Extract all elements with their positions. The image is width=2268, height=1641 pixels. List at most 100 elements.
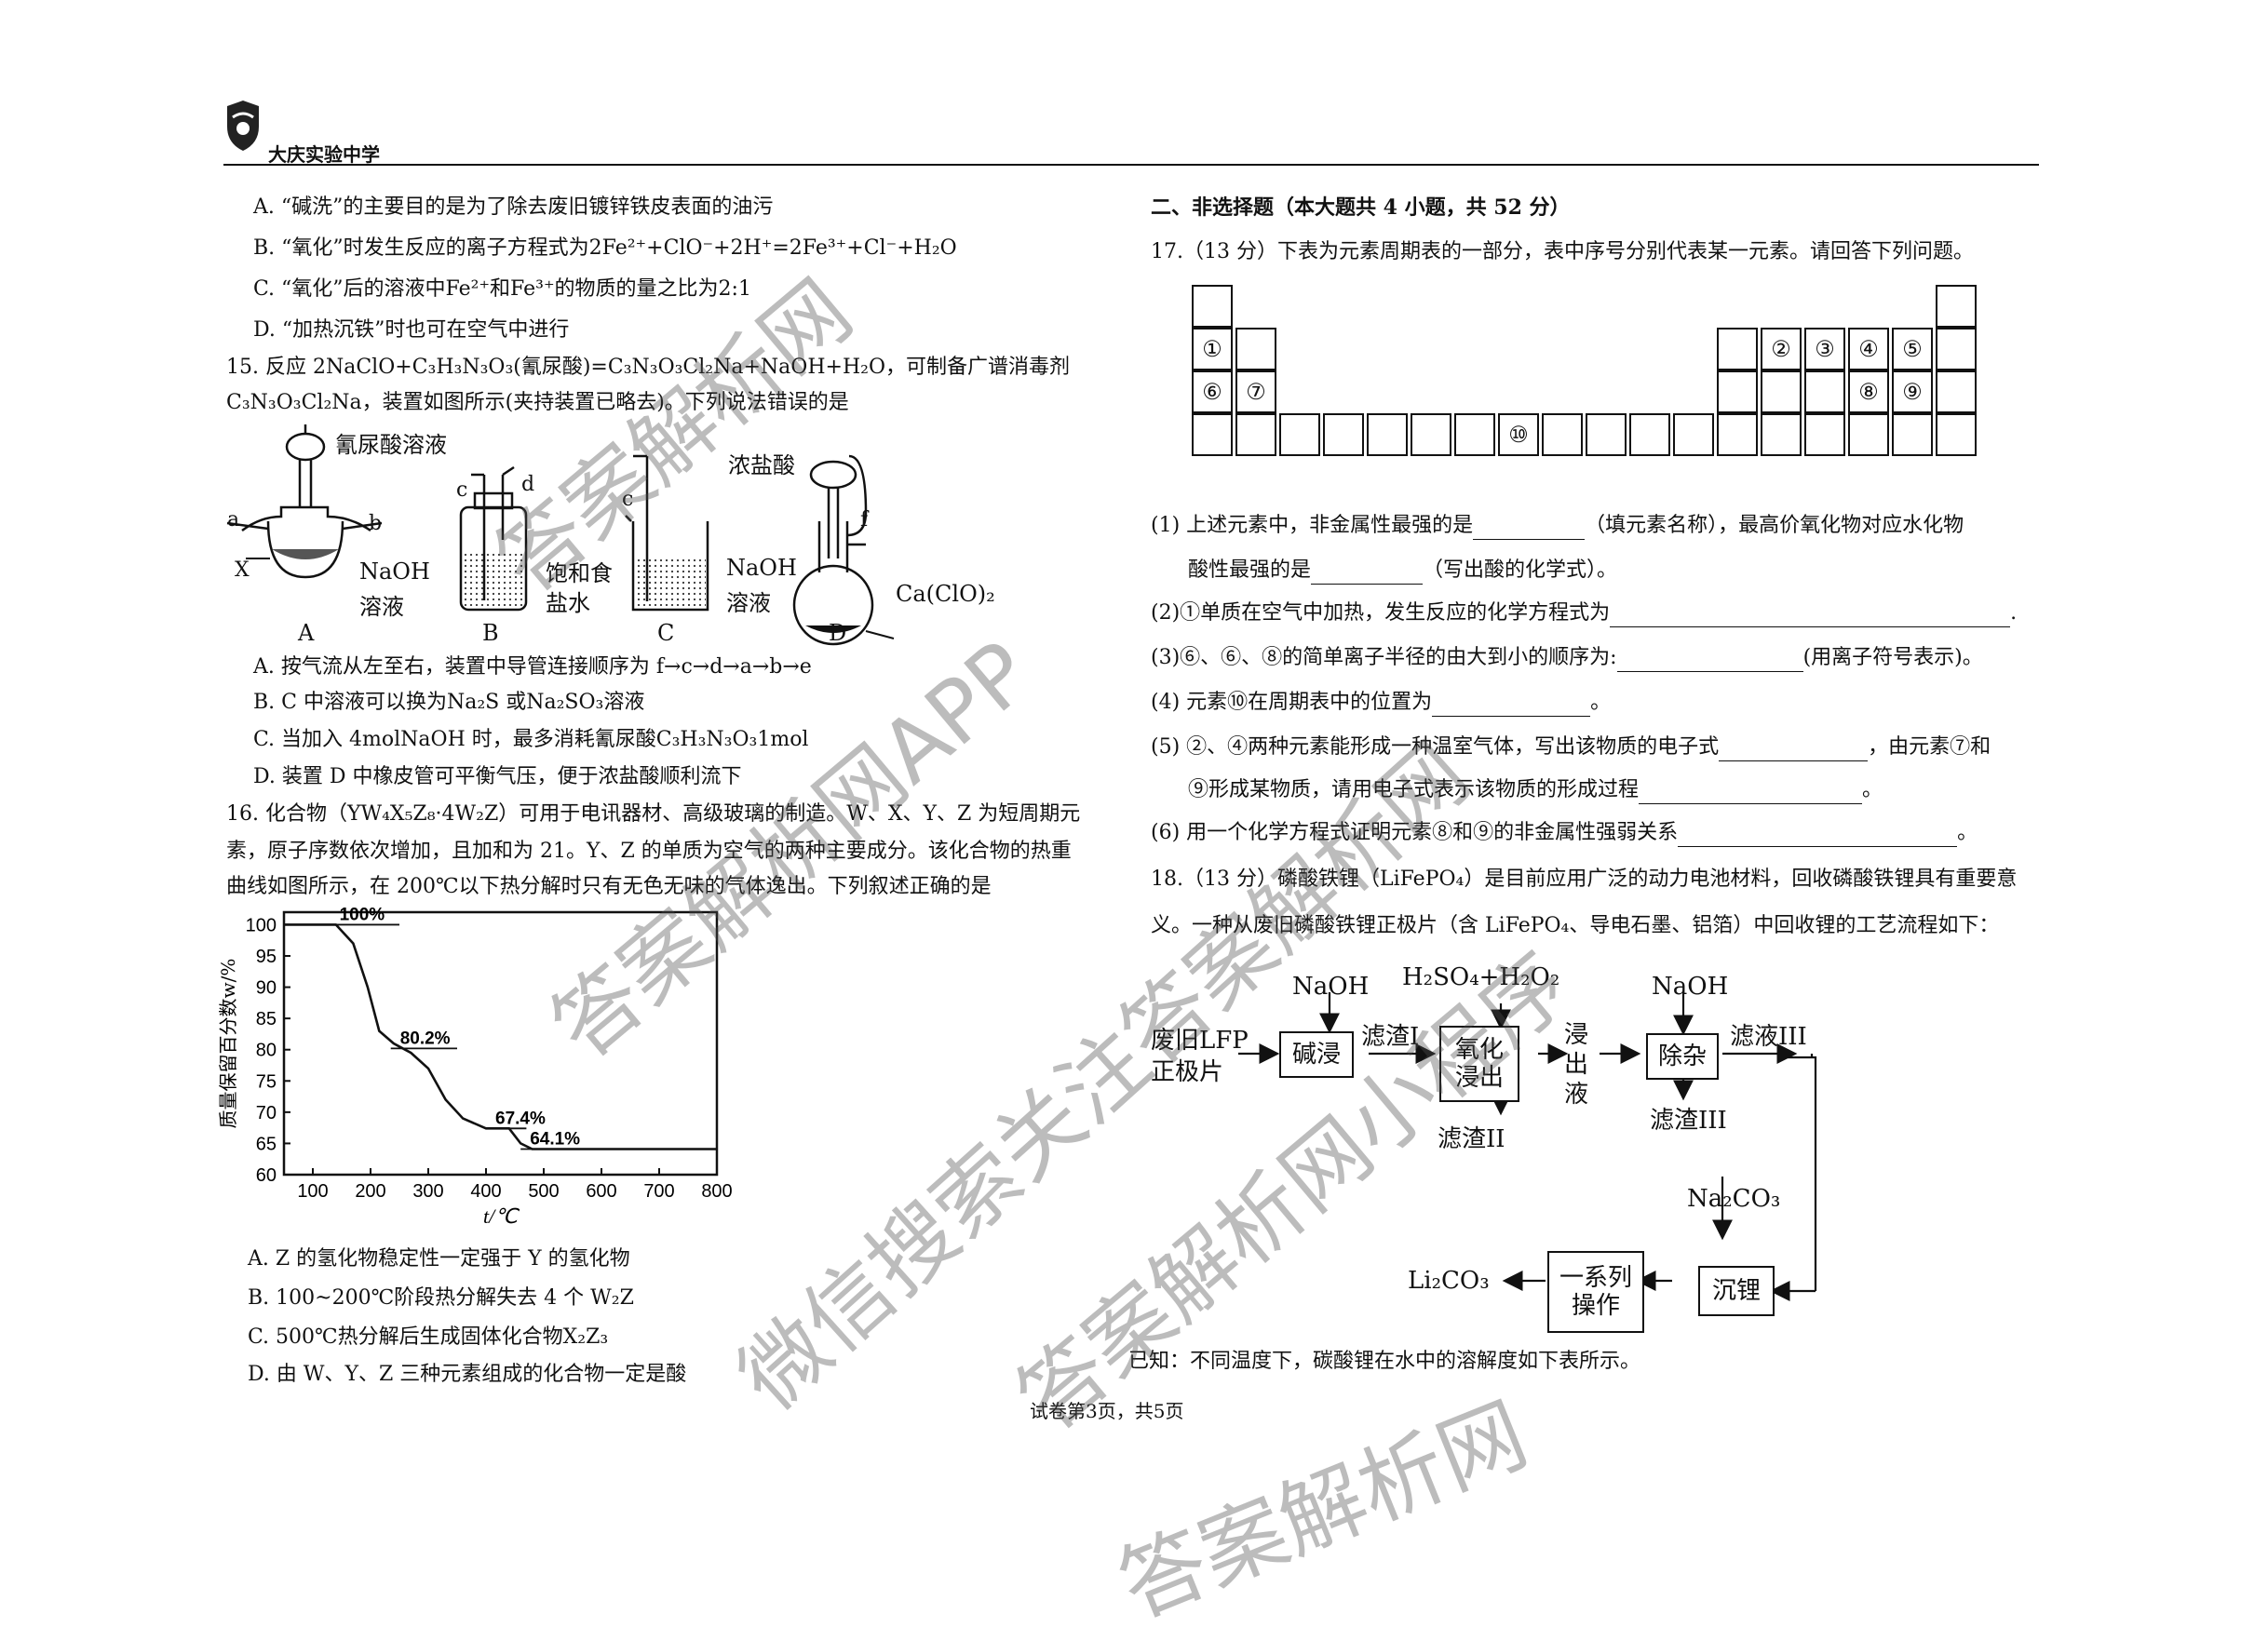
answer-blank[interactable] [1719, 740, 1869, 761]
table-cell [1761, 413, 1802, 456]
table-cell [1936, 370, 1977, 413]
label-c-b: c [456, 478, 468, 502]
element-9: ⑨ [1892, 370, 1933, 413]
q17-5-line2: ⑨形成某物质，请用电子式表示该物质的形成过程 。 [1188, 776, 1883, 804]
tga-series-line [284, 923, 717, 1150]
q14-option-d: D. “加热沉铁”时也可在空气中进行 [253, 318, 570, 342]
answer-blank[interactable] [1473, 518, 1586, 540]
flow-source-2: 正极片 [1151, 1058, 1224, 1086]
q15-option-b: B. C 中溶液可以换为Na₂S 或Na₂SO₃溶液 [253, 691, 645, 714]
period-mark: 。 [1957, 821, 1978, 844]
table-cell [1717, 413, 1758, 456]
flow-step-chuza: 除杂 [1646, 1033, 1719, 1080]
period-mark: . [2010, 601, 2018, 625]
table-cell [1848, 413, 1889, 456]
flow-arrows [1238, 992, 1817, 1301]
q17-2-text: (2)①单质在空气中加热，发生反应的化学方程式为 [1151, 601, 1611, 625]
q17-5-part-c: ⑨形成某物质，请用电子式表示该物质的形成过程 [1188, 778, 1640, 801]
table-cell [1586, 413, 1627, 456]
y-tick-label: 60 [256, 1165, 277, 1186]
x-tick-label: 200 [355, 1181, 385, 1202]
y-tick-label: 65 [256, 1134, 277, 1154]
period-mark: 。 [1862, 778, 1883, 801]
q17-4: (4) 元素⑩在周期表中的位置为。 [1151, 689, 1611, 717]
answer-blank[interactable] [1639, 783, 1863, 804]
label-hcl: 浓盐酸 [728, 452, 795, 478]
flow-step-series-l2: 操作 [1571, 1292, 1620, 1320]
table-cell [1323, 413, 1364, 456]
header-rule [223, 164, 2039, 166]
label-d-b: d [521, 473, 535, 496]
annotation-label: 64.1% [530, 1129, 580, 1149]
flow-step-series-l1: 一系列 [1559, 1264, 1632, 1292]
y-tick-label: 95 [256, 947, 277, 967]
school-name: 大庆实验中学 [268, 143, 380, 166]
annotation-label: 80.2% [400, 1029, 451, 1048]
q15-stem-line1: 15. 反应 2NaClO+C₃H₃N₃O₃(氰尿酸)=C₃N₃O₃Cl₂Na+… [226, 356, 1070, 379]
label-apparatus-b: B [482, 620, 499, 646]
flow-step-oxidize-l1: 氧化 [1454, 1036, 1504, 1064]
q17-3: (3)⑥、⑥、⑧的简单离子半径的由大到小的顺序为:(用离子符号表示)。 [1151, 644, 1983, 672]
element-5: ⑤ [1892, 328, 1933, 370]
flow-step-chuza-label: 除杂 [1657, 1042, 1707, 1070]
flow-step-oxidize-l2: 浸出 [1454, 1064, 1504, 1092]
q17-3-note: (用离子符号表示)。 [1802, 646, 1983, 669]
x-tick-label: 400 [470, 1181, 501, 1202]
table-cell [1936, 413, 1977, 456]
q17-6: (6) 用一个化学方程式证明元素⑧和⑨的非金属性强弱关系。 [1151, 819, 1978, 847]
q18-stem-line2: 义。一种从废旧磷酸铁锂正极片（含 LiFePO₄、导电石墨、铝箔）中回收锂的工艺… [1151, 914, 2000, 937]
table-cell [1936, 328, 1977, 370]
q17-1-line2: 酸性最强的是（写出酸的化学式）。 [1188, 557, 1617, 585]
label-b: b [369, 512, 383, 535]
q16-stem-line2: 素，原子序数依次增加，且加和为 21。Y、Z 的单质为空气的两种主要成分。该化合… [226, 840, 1072, 863]
q15-option-c: C. 当加入 4molNaOH 时，最多消耗氰尿酸C₃H₃N₃O₃1mol [253, 728, 809, 751]
answer-blank[interactable] [1678, 826, 1958, 847]
flow-step-jianjin: 碱浸 [1279, 1031, 1354, 1078]
element-6: ⑥ [1192, 370, 1233, 413]
flow-step-chenli-label: 沉锂 [1711, 1277, 1761, 1305]
x-axis-label: t/℃ [483, 1204, 520, 1228]
x-tick-label: 700 [643, 1181, 674, 1202]
y-tick-label: 100 [246, 915, 277, 935]
q17-2: (2)①单质在空气中加热，发生反应的化学方程式为. [1151, 599, 2017, 627]
table-cell [1892, 413, 1933, 456]
annotation-label: 67.4% [495, 1109, 546, 1128]
flow-step-series: 一系列操作 [1547, 1251, 1644, 1333]
table-cell [1717, 370, 1758, 413]
table-cell [1192, 285, 1233, 328]
school-logo [222, 99, 264, 153]
x-tick-label: 600 [586, 1181, 616, 1202]
table-cell [1235, 413, 1276, 456]
y-tick-label: 85 [256, 1009, 277, 1029]
flow-ly3: 滤液III [1730, 1023, 1807, 1051]
element-2: ② [1761, 328, 1802, 370]
table-cell [1804, 370, 1845, 413]
flow-lz2: 滤渣II [1438, 1125, 1505, 1153]
answer-blank[interactable] [1311, 563, 1424, 585]
element-4: ④ [1848, 328, 1889, 370]
answer-blank[interactable] [1432, 695, 1591, 717]
q16-option-a: A. Z 的氢化物稳定性一定强于 Y 的氢化物 [248, 1247, 630, 1271]
answer-blank[interactable] [1616, 651, 1803, 672]
x-tick-label: 500 [528, 1181, 559, 1202]
table-cell [1279, 413, 1320, 456]
y-axis-label: 质量保留百分数w/% [217, 959, 239, 1129]
q18-stem-line1: 18.（13 分）磷酸铁锂（LiFePO₄）是目前应用广泛的动力电池材料，回收磷… [1151, 868, 2018, 891]
flow-h2so4: H₂SO₄+H₂O₂ [1402, 963, 1560, 991]
q16-option-d: D. 由 W、Y、Z 三种元素组成的化合物一定是酸 [248, 1363, 687, 1386]
table-cell [1936, 285, 1977, 328]
q14-option-a: A. “碱洗”的主要目的是为了除去废旧镀锌铁皮表面的油污 [253, 195, 774, 219]
apparatus-figure [226, 424, 895, 646]
table-cell [1804, 413, 1845, 456]
q15-option-d: D. 装置 D 中橡皮管可平衡气压，便于浓盐酸顺利流下 [253, 765, 742, 788]
answer-blank[interactable] [1610, 606, 2011, 627]
table-cell [1673, 413, 1714, 456]
flow-source-1: 废旧LFP [1151, 1027, 1249, 1055]
section-title: 二、非选择题（本大题共 4 小题，共 52 分） [1151, 195, 1571, 220]
label-brine-2: 盐水 [546, 590, 590, 616]
y-tick-label: 80 [256, 1041, 277, 1061]
flow-jc-3: 液 [1564, 1081, 1589, 1109]
y-tick-label: 75 [256, 1071, 277, 1092]
flow-naoh-2: NaOH [1652, 973, 1729, 1001]
label-naoh-a-sol: 溶液 [359, 594, 404, 620]
